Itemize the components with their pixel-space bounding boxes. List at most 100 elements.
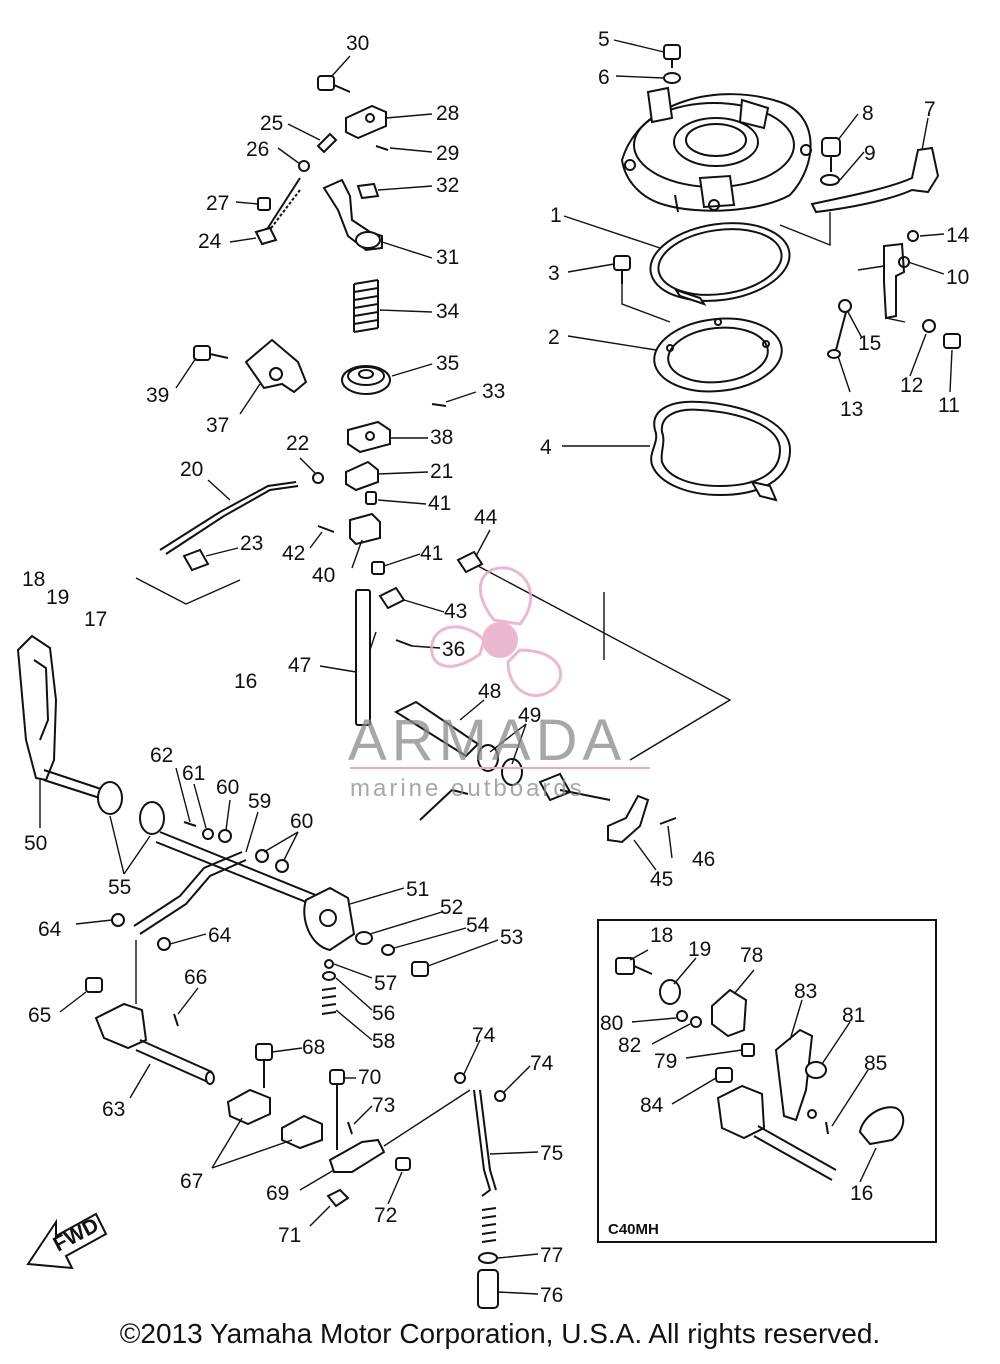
- callout-35: 35: [436, 352, 459, 375]
- callout-26: 26: [246, 138, 269, 161]
- callout-56: 56: [372, 1002, 395, 1025]
- callout-50: 50: [24, 832, 47, 855]
- callout-54: 54: [466, 914, 490, 937]
- callout-52: 52: [440, 896, 463, 919]
- inset-callout-83: 83: [794, 980, 817, 1003]
- inset-callout-80: 80: [600, 1012, 623, 1035]
- callout-68: 68: [302, 1036, 325, 1059]
- callout-48: 48: [478, 680, 501, 703]
- callout-16: 16: [234, 670, 257, 693]
- callout-25: 25: [260, 112, 283, 135]
- callout-44: 44: [474, 506, 498, 529]
- callout-28: 28: [436, 102, 459, 125]
- callout-75: 75: [540, 1142, 563, 1165]
- callout-61: 61: [182, 762, 205, 785]
- callout-39: 39: [146, 384, 169, 407]
- inset-callout-85: 85: [864, 1052, 887, 1075]
- callout-41: 41: [428, 492, 451, 515]
- callout-63: 63: [102, 1098, 125, 1121]
- callout-33: 33: [482, 380, 505, 403]
- callout-60: 60: [216, 776, 239, 799]
- callout-6: 6: [598, 66, 610, 89]
- callout-49: 49: [518, 704, 541, 727]
- callout-69: 69: [266, 1182, 289, 1205]
- callout-65: 65: [28, 1004, 51, 1027]
- watermark-tagline: marine outboards: [350, 775, 585, 802]
- callout-11: 11: [938, 394, 960, 417]
- inset-callout-19: 19: [688, 938, 711, 961]
- callout-12: 12: [900, 374, 923, 397]
- callout-67: 67: [180, 1170, 203, 1193]
- callout-72: 72: [374, 1204, 397, 1227]
- callout-37: 37: [206, 414, 229, 437]
- callout-8: 8: [862, 102, 874, 125]
- callout-32: 32: [436, 174, 459, 197]
- callout-15: 15: [858, 332, 881, 355]
- callout-38: 38: [430, 426, 453, 449]
- callout-7: 7: [924, 98, 936, 121]
- propeller-logo: [430, 566, 563, 697]
- callout-74b: 74: [530, 1052, 554, 1075]
- magneto-base-assembly: [613, 44, 961, 502]
- copyright-notice: ©2013 Yamaha Motor Corporation, U.S.A. A…: [119, 1318, 881, 1349]
- callout-5: 5: [598, 28, 610, 51]
- callout-1: 1: [550, 204, 562, 227]
- inset-title: C40MH: [608, 1221, 659, 1238]
- callout-59: 59: [248, 790, 271, 813]
- callout-77: 77: [540, 1244, 563, 1267]
- callout-51: 51: [406, 878, 429, 901]
- callout-14: 14: [946, 224, 970, 247]
- callout-labels: 5 6 7 8 9 1 3 2 4 14 10 15 13 12 11 30 2…: [22, 28, 970, 1307]
- callout-17: 17: [84, 608, 107, 631]
- callout-19: 19: [46, 586, 69, 609]
- callout-23: 23: [240, 532, 263, 555]
- inset-callout-79: 79: [654, 1050, 677, 1073]
- callout-47: 47: [288, 654, 311, 677]
- callout-22: 22: [286, 432, 309, 455]
- shift-rod-assembly: [454, 1072, 506, 1309]
- callout-13: 13: [840, 398, 863, 421]
- callout-43: 43: [444, 600, 467, 623]
- callout-42: 42: [282, 542, 305, 565]
- callout-64b: 64: [208, 924, 232, 947]
- callout-62: 62: [150, 744, 173, 767]
- callout-18: 18: [22, 568, 45, 591]
- callout-60b: 60: [290, 810, 313, 833]
- leader-lines: [39, 39, 953, 1295]
- callout-53: 53: [500, 926, 523, 949]
- callout-10: 10: [946, 266, 969, 289]
- inset-callout-84: 84: [640, 1094, 664, 1117]
- callout-36: 36: [442, 638, 465, 661]
- callout-3: 3: [548, 262, 560, 285]
- inset-c40mh: C40MH: [597, 919, 937, 1243]
- callout-45: 45: [650, 868, 673, 891]
- callout-31: 31: [436, 246, 459, 269]
- callout-34: 34: [436, 300, 460, 323]
- callout-70: 70: [358, 1066, 381, 1089]
- callout-66: 66: [184, 966, 207, 989]
- linkage-guide-lines: [135, 565, 732, 761]
- throttle-linkage-assembly: [159, 75, 484, 726]
- callout-9: 9: [864, 142, 876, 165]
- watermark: ARMADA marine outboards: [348, 566, 650, 802]
- callout-73: 73: [372, 1094, 395, 1117]
- inset-callout-16: 16: [850, 1182, 873, 1205]
- callout-27: 27: [206, 192, 229, 215]
- callout-76: 76: [540, 1284, 563, 1307]
- callout-2: 2: [548, 326, 560, 349]
- callout-46: 46: [692, 848, 715, 871]
- callout-40: 40: [312, 564, 335, 587]
- inset-callout-81: 81: [842, 1004, 865, 1027]
- fwd-direction-arrow: FWD: [26, 1212, 108, 1270]
- inset-callout-78: 78: [740, 944, 763, 967]
- inset-callout-82: 82: [618, 1034, 641, 1057]
- callout-30: 30: [346, 32, 369, 55]
- callout-4: 4: [540, 436, 552, 459]
- callout-64: 64: [38, 918, 62, 941]
- callout-21: 21: [430, 460, 453, 483]
- callout-41b: 41: [420, 542, 443, 565]
- callout-29: 29: [436, 142, 459, 165]
- callout-20: 20: [180, 458, 203, 481]
- callout-58: 58: [372, 1030, 395, 1053]
- callout-55: 55: [108, 876, 131, 899]
